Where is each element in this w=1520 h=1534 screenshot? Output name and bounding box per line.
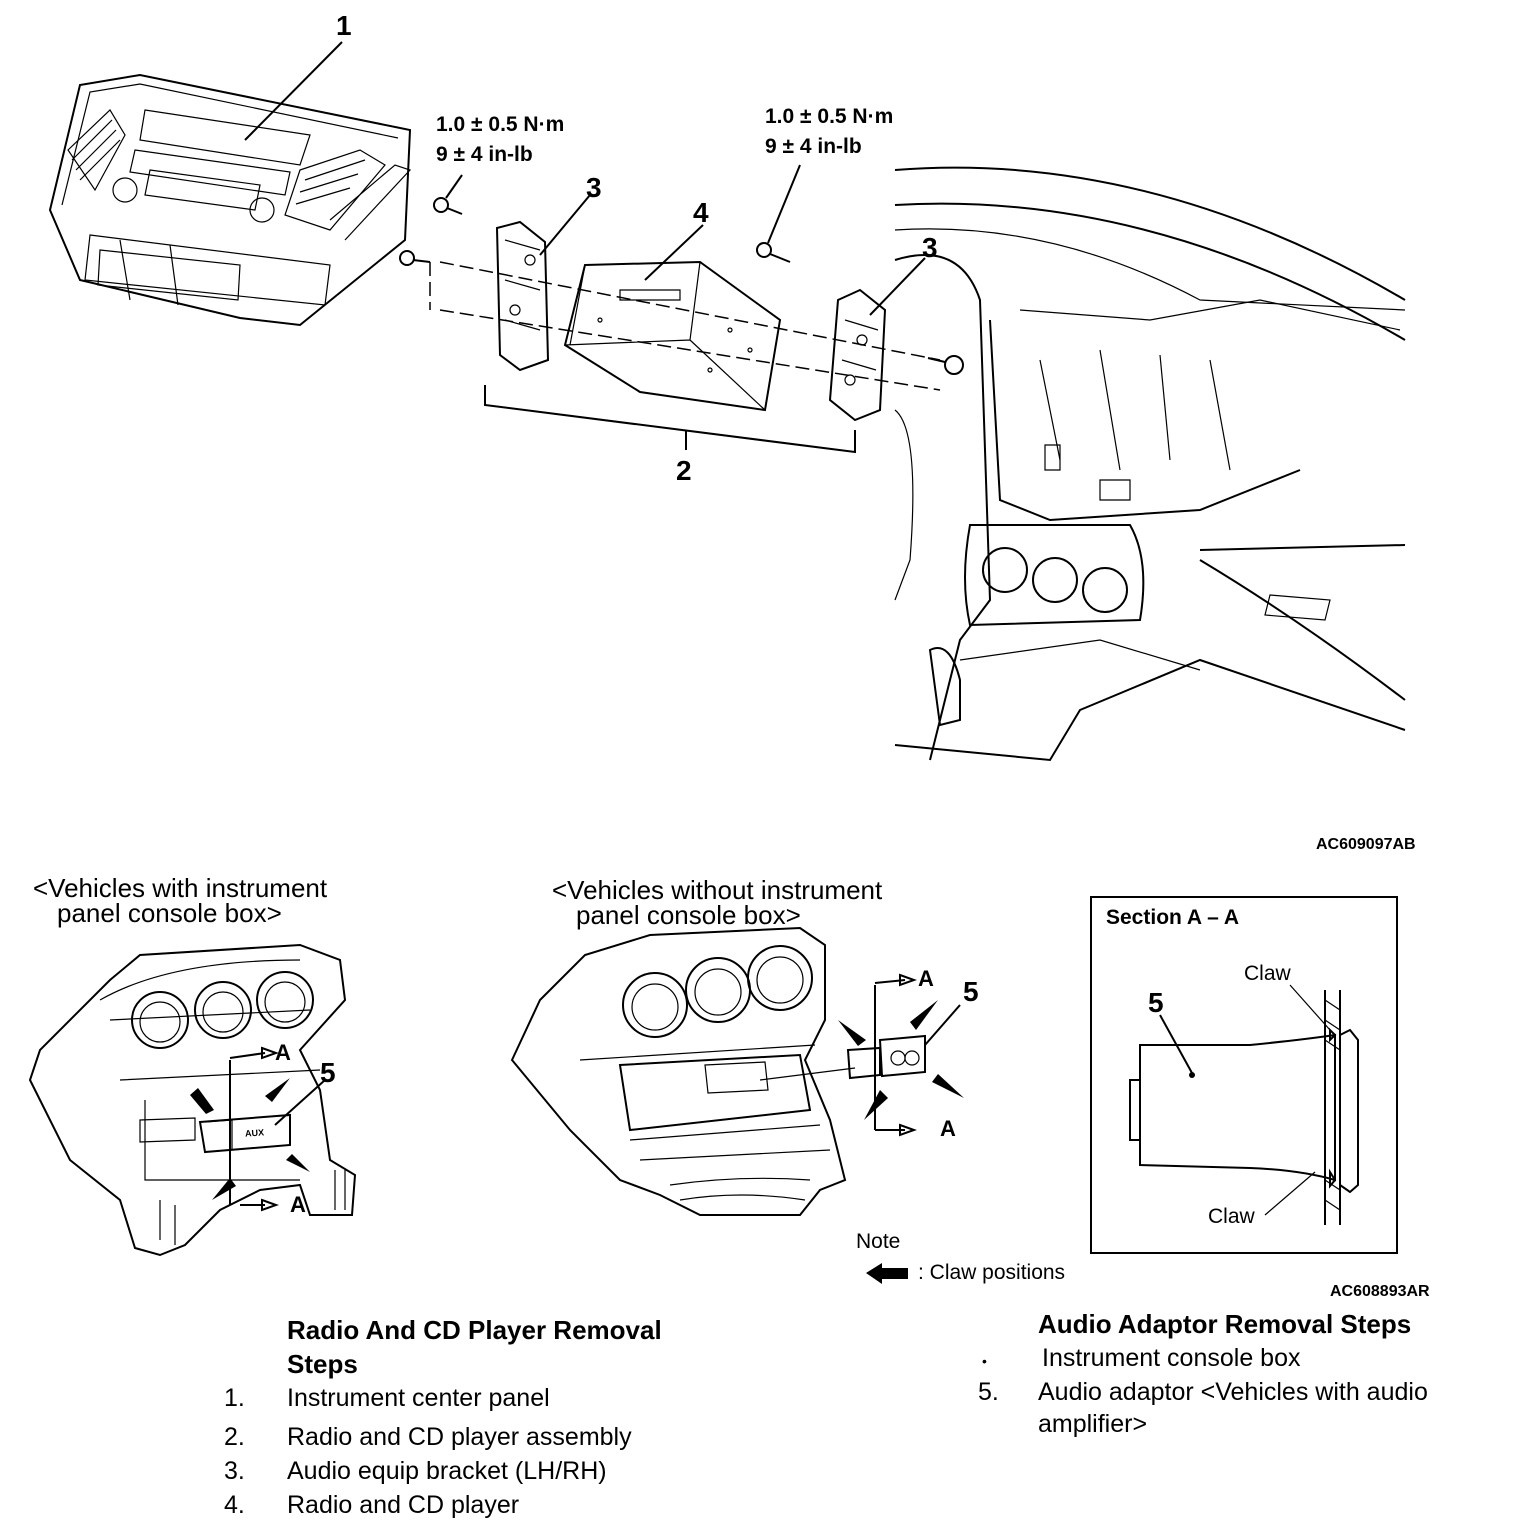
radio-step-1: 1. Instrument center panel xyxy=(224,1381,550,1415)
claw-label-top: Claw xyxy=(1244,962,1291,985)
step-number: 2. xyxy=(224,1423,245,1451)
radio-step-3: 3. Audio equip bracket (LH/RH) xyxy=(224,1454,607,1488)
section-marker-a-bottom-middle: A xyxy=(940,1116,956,1141)
radio-cd-player-drawing xyxy=(563,260,782,412)
torque-left-inlb: 9 ± 4 in-lb xyxy=(436,143,533,166)
radio-step-2: 2. Radio and CD player assembly xyxy=(224,1420,632,1454)
screws-right xyxy=(756,164,964,375)
step-text: amplifier> xyxy=(1038,1410,1148,1438)
adaptor-step-5-cont: amplifier> xyxy=(978,1407,1147,1441)
step-number: 4. xyxy=(224,1491,245,1519)
dashboard-drawing xyxy=(894,166,1406,762)
adaptor-step-bullet: • Instrument console box xyxy=(978,1341,1300,1378)
section-marker-a-top-left: A xyxy=(275,1040,291,1065)
callout-3-right: 3 xyxy=(922,232,938,263)
step-text: Radio and CD player assembly xyxy=(287,1423,632,1451)
claw-label-bottom: Claw xyxy=(1208,1205,1255,1228)
callout-3-left: 3 xyxy=(586,172,602,203)
section-marker-a-bottom-left: A xyxy=(290,1192,306,1217)
step-number: 5. xyxy=(978,1378,999,1406)
caption-without-console-line1: <Vehicles without instrument xyxy=(552,875,883,905)
bracket-rh-drawing xyxy=(828,288,887,422)
step-bullet: • xyxy=(982,1353,987,1369)
step-number: 3. xyxy=(224,1457,245,1485)
step-text: Audio adaptor <Vehicles with audio xyxy=(1038,1378,1428,1406)
step-text: Instrument console box xyxy=(1042,1344,1301,1372)
claw-positions-legend: : Claw positions xyxy=(918,1261,1066,1284)
claw-arrow-legend-icon xyxy=(866,1263,908,1284)
callout-4: 4 xyxy=(693,197,709,228)
torque-spec-right: 1.0 ± 0.5 N·m 9 ± 4 in-lb xyxy=(765,102,893,162)
step-text: Instrument center panel xyxy=(287,1384,550,1412)
torque-right-nm: 1.0 ± 0.5 N·m xyxy=(765,105,894,128)
caption-with-console: <Vehicles with instrument panel console … xyxy=(33,873,328,928)
caption-without-console-line2: panel console box> xyxy=(576,900,801,930)
screws-left xyxy=(399,174,463,266)
callout-2: 2 xyxy=(676,455,692,486)
torque-left-nm: 1.0 ± 0.5 N·m xyxy=(436,113,565,136)
note-label: Note xyxy=(856,1230,901,1253)
step-text: Radio and CD player xyxy=(287,1491,520,1519)
torque-right-inlb: 9 ± 4 in-lb xyxy=(765,135,862,158)
figure-code-bottom: AC608893AR xyxy=(1330,1283,1430,1300)
callout-1: 1 xyxy=(336,10,352,41)
radio-steps-title: Radio And CD Player Removal Steps xyxy=(287,1315,662,1379)
console-without-box-drawing xyxy=(510,926,964,1216)
caption-with-console-line1: <Vehicles with instrument xyxy=(33,873,328,903)
figure-code-top: AC609097AB xyxy=(1316,836,1416,853)
step-text: Audio equip bracket (LH/RH) xyxy=(287,1457,607,1485)
section-marker-a-top-middle: A xyxy=(918,966,934,991)
console-with-box-drawing xyxy=(28,943,357,1257)
adaptor-steps-title: Audio Adaptor Removal Steps xyxy=(1038,1309,1412,1339)
callout-5-middle: 5 xyxy=(963,976,979,1007)
section-part-5: 5 xyxy=(1148,987,1164,1018)
bracket-lh-drawing xyxy=(495,220,550,372)
caption-without-console: <Vehicles without instrument panel conso… xyxy=(552,875,883,930)
section-title: Section A – A xyxy=(1106,906,1240,929)
section-a-a-drawing xyxy=(1090,896,1398,1254)
callout-5-left: 5 xyxy=(320,1057,336,1088)
caption-with-console-line2: panel console box> xyxy=(57,898,282,928)
torque-spec-left: 1.0 ± 0.5 N·m 9 ± 4 in-lb xyxy=(436,110,564,170)
step-number: 1. xyxy=(224,1384,245,1412)
adaptor-step-5: 5. Audio adaptor <Vehicles with audio xyxy=(978,1375,1428,1409)
aux-label: AUX xyxy=(244,1127,265,1139)
radio-step-4: 4. Radio and CD player xyxy=(224,1488,519,1522)
instrument-center-panel-drawing xyxy=(48,73,412,327)
